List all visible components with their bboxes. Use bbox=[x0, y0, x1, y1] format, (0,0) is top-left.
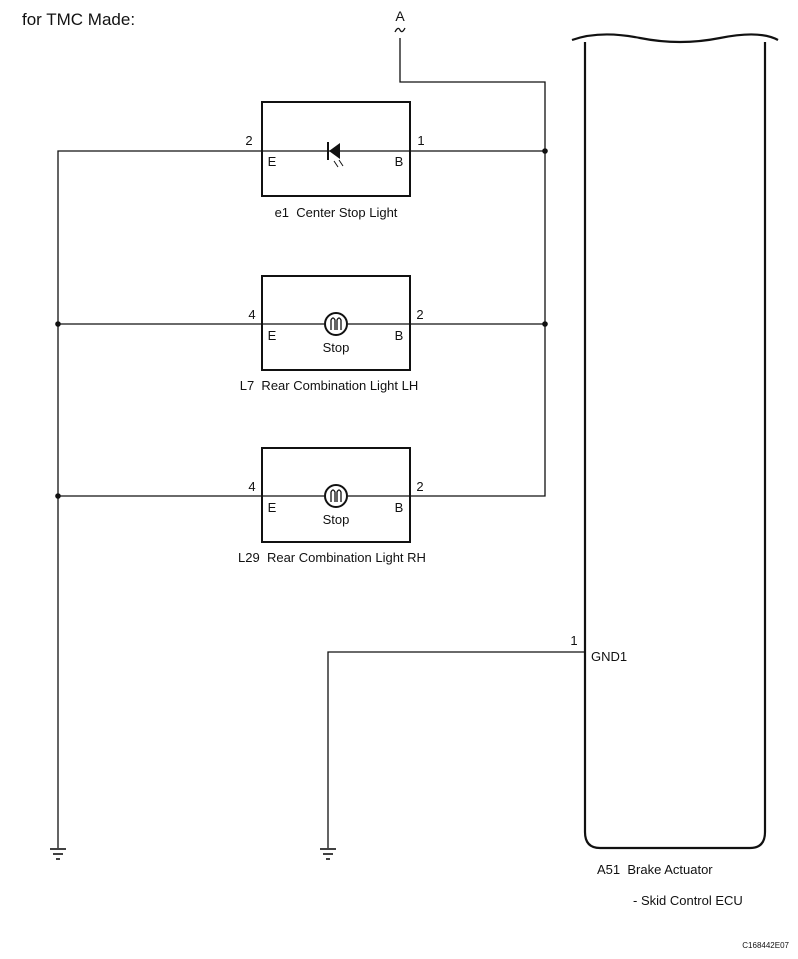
ground-icon bbox=[320, 848, 336, 860]
terminal-label: B bbox=[395, 154, 404, 169]
terminal-label: B bbox=[395, 500, 404, 515]
connector-a-label: A bbox=[395, 8, 405, 24]
ecu-name-line2: - Skid Control ECU bbox=[633, 893, 743, 908]
component-name: e1 Center Stop Light bbox=[275, 205, 398, 220]
pin-label: 4 bbox=[248, 307, 255, 322]
connector-a-break-icon bbox=[394, 27, 406, 33]
junction-dot bbox=[55, 321, 61, 327]
terminal-label: E bbox=[268, 328, 277, 343]
wire-left-ground-bus bbox=[57, 150, 262, 848]
component-l7-rear-combination-light-lh: 4 2 E B Stop L7 Rear Combination Light L… bbox=[240, 275, 424, 393]
terminal-label: E bbox=[268, 500, 277, 515]
terminal-label: B bbox=[395, 328, 404, 343]
terminal-label: E bbox=[268, 154, 277, 169]
component-name: L7 Rear Combination Light LH bbox=[240, 378, 419, 393]
junction-dot bbox=[542, 148, 548, 154]
component-l29-rear-combination-light-rh: 4 2 E B Stop L29 Rear Combination Light … bbox=[238, 447, 426, 565]
ecu-pin-label: 1 bbox=[570, 633, 577, 648]
ecu-name-line1: A51 Brake Actuator bbox=[597, 862, 713, 877]
page-title: for TMC Made: bbox=[22, 10, 135, 29]
component-e1-center-stop-light: 2 1 E B e1 Center Stop Light bbox=[245, 101, 425, 220]
wire-connector-a bbox=[399, 38, 546, 497]
pin-label: 2 bbox=[416, 307, 423, 322]
junction-dot bbox=[542, 321, 548, 327]
pin-label: 4 bbox=[248, 479, 255, 494]
ecu-a51-brake-actuator: 1 GND1 A51 Brake Actuator - Skid Control… bbox=[570, 33, 779, 908]
ground-icon bbox=[50, 848, 66, 860]
symbol-label: Stop bbox=[323, 512, 350, 527]
wire-ecu-gnd1 bbox=[327, 651, 585, 848]
pin-label: 2 bbox=[245, 133, 252, 148]
led-icon bbox=[327, 142, 344, 168]
bulb-icon bbox=[324, 312, 348, 336]
symbol-label: Stop bbox=[323, 340, 350, 355]
component-name: L29 Rear Combination Light RH bbox=[238, 550, 426, 565]
junction-dot bbox=[55, 493, 61, 499]
ecu-terminal-label: GND1 bbox=[591, 649, 627, 664]
pin-label: 2 bbox=[416, 479, 423, 494]
figure-code: C168442E07 bbox=[742, 941, 789, 950]
bulb-icon bbox=[324, 484, 348, 508]
pin-label: 1 bbox=[417, 133, 424, 148]
